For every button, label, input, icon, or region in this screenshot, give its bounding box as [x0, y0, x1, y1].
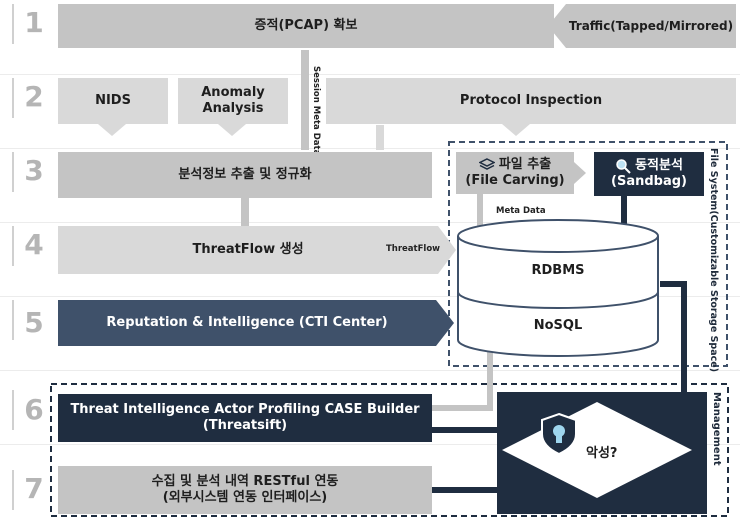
- db-to-case-builder: [432, 350, 493, 411]
- step-number-6: 6: [24, 393, 44, 426]
- management-container: [50, 383, 729, 517]
- protocol-inspection-label: Protocol Inspection: [459, 92, 603, 108]
- meta-data-label: Meta Data: [496, 206, 546, 216]
- nids-box: NIDS: [58, 78, 168, 124]
- row-divider: [0, 444, 740, 445]
- step-rail: [12, 4, 14, 44]
- cti-center-label: Reputation & Intelligence (CTI Center): [106, 314, 388, 330]
- db-to-management: [660, 281, 687, 396]
- traffic-arrow-head: [548, 4, 566, 48]
- carving-arrow-right: [574, 162, 586, 184]
- evidence-capture-label: 증적(PCAP) 확보: [254, 17, 358, 33]
- anomaly-label-line2: Analysis: [202, 101, 264, 116]
- sandbag-title: 동적분석: [615, 158, 683, 174]
- traffic-label: Traffic(Tapped/Mirrored): [568, 18, 734, 33]
- anomaly-analysis-box: Anomaly Analysis: [178, 78, 288, 124]
- file-carving-title: 파일 추출: [478, 156, 552, 173]
- cti-center-box: Reputation & Intelligence (CTI Center): [58, 300, 436, 346]
- case-builder-label-line2: (Threatsift): [202, 418, 288, 433]
- row-divider: [0, 296, 740, 297]
- threatflow-gen-label: ThreatFlow 생성: [192, 241, 304, 257]
- protocol-inspection-box: Protocol Inspection: [326, 78, 736, 124]
- step-number-5: 5: [24, 306, 44, 339]
- cti-arrow-right: [436, 300, 454, 346]
- nids-label: NIDS: [95, 92, 131, 108]
- step-number-7: 7: [24, 472, 44, 505]
- session-meta-label: Session Meta Data: [311, 66, 321, 156]
- step-rail: [12, 152, 14, 192]
- step-rail: [12, 390, 14, 430]
- layers-icon: [478, 158, 495, 170]
- step-rail: [12, 78, 14, 118]
- shield-icon: [541, 412, 577, 456]
- step-rail: [12, 226, 14, 266]
- restful-box: 수집 및 분석 내역 RESTful 연동 (외부시스템 연동 인터페이스): [58, 466, 432, 514]
- evidence-capture-box: 증적(PCAP) 확보: [58, 4, 554, 48]
- row-divider: [0, 370, 740, 371]
- row-divider: [0, 74, 740, 75]
- decision-label: 악성?: [586, 446, 618, 461]
- step-number-1: 1: [24, 6, 44, 39]
- file-carving-label-line1: 파일 추출: [498, 156, 552, 172]
- step-number-3: 3: [24, 154, 44, 187]
- restful-label-line2: (외부시스템 연동 인터페이스): [162, 490, 328, 505]
- case-builder-box: Threat Intelligence Actor Profiling CASE…: [58, 394, 432, 442]
- sandbag-label-line1: 동적분석: [635, 157, 683, 173]
- row-divider: [0, 222, 740, 223]
- step-number-4: 4: [24, 228, 44, 261]
- step-number-2: 2: [24, 80, 44, 113]
- nids-arrow-down: [98, 124, 126, 136]
- protocol-arrow-down: [502, 124, 530, 136]
- extract-normalize-box: 분석정보 추출 및 정규화: [58, 152, 432, 198]
- extract-normalize-label: 분석정보 추출 및 정규화: [178, 166, 312, 182]
- storage-space-label: File System(Customizable Storage Space): [708, 148, 719, 373]
- step-rail: [12, 470, 14, 510]
- management-label: Management: [711, 392, 722, 466]
- file-carving-label-line2: (File Carving): [465, 173, 565, 188]
- threatflow-arrow-right: [438, 226, 456, 274]
- case-builder-label-line1: Threat Intelligence Actor Profiling CASE…: [70, 401, 420, 417]
- file-carving-box: 파일 추출 (File Carving): [456, 152, 574, 194]
- sandbag-label-line2: (Sandbag): [611, 174, 687, 189]
- magnifier-icon: [616, 159, 631, 174]
- rdbms-label: RDBMS: [531, 263, 585, 278]
- step-rail: [12, 300, 14, 340]
- threatflow-label: ThreatFlow: [386, 244, 441, 254]
- sandbag-box: 동적분석 (Sandbag): [594, 152, 704, 196]
- traffic-box: Traffic(Tapped/Mirrored): [566, 4, 736, 48]
- restful-label-line1: 수집 및 분석 내역 RESTful 연동: [151, 473, 339, 489]
- anomaly-arrow-down: [218, 124, 246, 136]
- nosql-label: NoSQL: [533, 318, 583, 333]
- anomaly-label-line1: Anomaly: [201, 84, 265, 100]
- threatflow-gen-box: ThreatFlow 생성: [58, 226, 438, 274]
- row-divider: [0, 148, 740, 149]
